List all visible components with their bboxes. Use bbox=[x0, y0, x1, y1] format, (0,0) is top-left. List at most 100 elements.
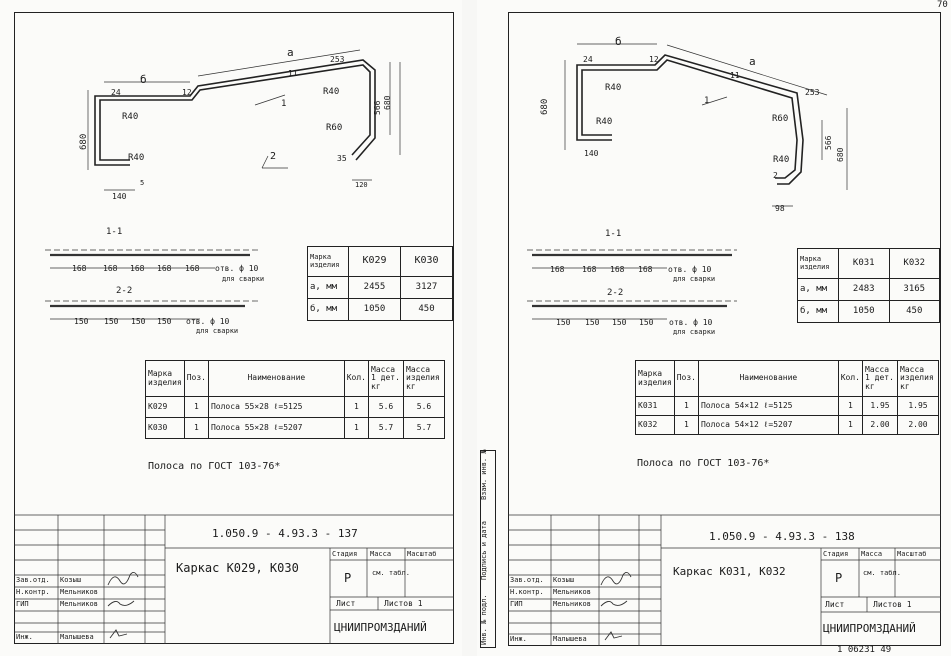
role-4: Инж. bbox=[16, 633, 33, 641]
mass-header: Масса bbox=[861, 550, 883, 558]
dim-24: 24 bbox=[111, 88, 121, 97]
organization: ЦНИИПРОМЗДАНИЙ bbox=[823, 622, 916, 635]
gost-note: Полоса по ГОСТ 103-76* bbox=[637, 458, 770, 469]
spec-row: К031 1 Полоса 54×12 ℓ=5125 1 1.95 1.95 bbox=[635, 396, 939, 416]
dim-r40-mid: R40 bbox=[596, 117, 613, 127]
stage-value: Р bbox=[344, 571, 352, 585]
section-1-1-label: 1-1 bbox=[106, 227, 123, 237]
dim-table-header-mark: Марка изделия bbox=[797, 248, 839, 279]
dim-a: а bbox=[749, 55, 756, 68]
gost-note: Полоса по ГОСТ 103-76* bbox=[148, 461, 281, 472]
page-number: 70 bbox=[937, 0, 948, 10]
dim-35: 35 bbox=[337, 154, 347, 163]
person-1: Козыш bbox=[60, 576, 82, 584]
role-4: Инж. bbox=[510, 635, 527, 643]
right-sheet-frame bbox=[508, 12, 941, 646]
dim-table-header-k029: К029 bbox=[348, 246, 401, 277]
signature-right bbox=[600, 572, 632, 641]
dim-table-row-b-k032: 450 bbox=[888, 300, 940, 323]
dim-253: 253 bbox=[330, 55, 345, 64]
spec-cell-qty: 1 bbox=[343, 417, 370, 439]
sec2-dim-4: 150 bbox=[157, 317, 172, 326]
spec-cell-pos: 1 bbox=[183, 417, 209, 439]
role-3: ГИП bbox=[510, 600, 523, 608]
sec1-hole-note-b: для сварки bbox=[222, 275, 265, 283]
pos-1: 1 bbox=[281, 99, 287, 109]
spec-cell-mass-item: 5.6 bbox=[403, 396, 445, 418]
signature-left bbox=[107, 572, 139, 639]
sec1-dim-2: 168 bbox=[582, 265, 597, 274]
spec-cell-pos: 1 bbox=[183, 396, 209, 418]
role-1: Зав.отд. bbox=[16, 576, 50, 584]
dim-table-row-b-k030: 450 bbox=[400, 298, 453, 321]
stage-value: Р bbox=[835, 571, 843, 585]
scale-header: Масштаб bbox=[407, 550, 437, 558]
role-3: ГИП bbox=[16, 600, 29, 608]
spec-header-qty: Кол. bbox=[837, 360, 864, 397]
section-1-1-label: 1-1 bbox=[605, 229, 622, 239]
left-sheet-frame bbox=[14, 12, 454, 644]
organization: ЦНИИПРОМЗДАНИЙ bbox=[334, 621, 427, 634]
stage-header: Стадия bbox=[823, 550, 849, 558]
spec-cell-mass-item: 5.7 bbox=[403, 417, 445, 439]
stage-header: Стадия bbox=[332, 550, 358, 558]
spec-header-mass-part: Масса 1 дет. кг bbox=[368, 360, 404, 397]
dim-b: б bbox=[615, 35, 622, 48]
sec1-dim-1: 168 bbox=[550, 265, 565, 274]
doc-code: 1.050.9 - 4.93.3 - 137 bbox=[212, 527, 358, 540]
dim-98: 98 bbox=[775, 204, 785, 213]
sec2-dim-4: 150 bbox=[639, 318, 654, 327]
dim-r60: R60 bbox=[772, 114, 789, 124]
role-1: Зав.отд. bbox=[510, 576, 544, 584]
sec2-dim-1: 150 bbox=[74, 317, 89, 326]
dim-24: 24 bbox=[583, 55, 593, 64]
sec1-dim-3: 168 bbox=[610, 265, 625, 274]
left-sheet: а б 24 12 11 253 R40 R40 R40 R60 1 2 35 … bbox=[0, 0, 462, 656]
sec2-hole-note-b: для сварки bbox=[196, 327, 239, 335]
dim-11: 11 bbox=[730, 71, 740, 80]
dim-r40-top: R40 bbox=[605, 83, 622, 93]
mass-value: см. табл. bbox=[863, 569, 901, 577]
person-3: Мельников bbox=[60, 600, 98, 608]
dim-120: 120 bbox=[355, 181, 368, 189]
dim-12: 12 bbox=[182, 88, 192, 97]
sec2-hole-note-b: для сварки bbox=[673, 328, 716, 336]
spec-cell-mark: К030 bbox=[145, 417, 185, 439]
dim-253: 253 bbox=[805, 88, 820, 97]
left-bar-drawing bbox=[14, 49, 454, 644]
person-2: Мельников bbox=[60, 588, 98, 596]
section-2-2-label: 2-2 bbox=[607, 288, 624, 298]
right-bar-drawing bbox=[508, 43, 941, 646]
sec2-hole-note: отв. ф 10 bbox=[186, 317, 230, 326]
spec-row: К032 1 Полоса 54×12 ℓ=5207 1 2.00 2.00 bbox=[635, 415, 939, 435]
spec-row: К030 1 Полоса 55×28 ℓ=5207 1 5.7 5.7 bbox=[145, 417, 445, 439]
dim-2: 2 bbox=[773, 171, 778, 180]
dimension-table: Марка изделия К031 К032 а, мм 2483 3165 … bbox=[797, 248, 940, 323]
sec1-dim-1: 168 bbox=[72, 264, 87, 273]
drawing-name: Каркас К031, К032 bbox=[673, 565, 786, 578]
spec-header-name: Наименование bbox=[697, 360, 839, 397]
sec2-dim-3: 150 bbox=[131, 317, 146, 326]
dim-5: 5 bbox=[140, 179, 145, 187]
dim-r60: R60 bbox=[326, 123, 343, 133]
pos-1: 1 bbox=[704, 96, 710, 106]
sec2-dim-1: 150 bbox=[556, 318, 571, 327]
role-2: Н.контр. bbox=[510, 588, 544, 596]
spec-header-mark: Марка изделия bbox=[145, 360, 185, 397]
person-3: Мельников bbox=[553, 600, 591, 608]
spec-header-mass-item: Масса изделия кг bbox=[403, 360, 445, 397]
dim-r40-bottom: R40 bbox=[773, 155, 790, 165]
dim-11: 11 bbox=[288, 69, 298, 78]
sec1-dim-4: 168 bbox=[157, 264, 172, 273]
dim-140: 140 bbox=[584, 149, 599, 158]
section-2-2-label: 2-2 bbox=[116, 286, 133, 296]
sec2-dim-2: 150 bbox=[585, 318, 600, 327]
dimension-table: Марка изделия К029 К030 а, мм 2455 3127 … bbox=[307, 246, 453, 321]
person-4: Малышева bbox=[553, 635, 587, 643]
side-stamp bbox=[480, 450, 496, 648]
spec-cell-qty: 1 bbox=[837, 415, 864, 435]
dim-12: 12 bbox=[649, 55, 659, 64]
person-2: Мельников bbox=[553, 588, 591, 596]
sheet-header: Лист bbox=[336, 599, 356, 608]
spec-cell-mass-part: 5.7 bbox=[368, 417, 404, 439]
